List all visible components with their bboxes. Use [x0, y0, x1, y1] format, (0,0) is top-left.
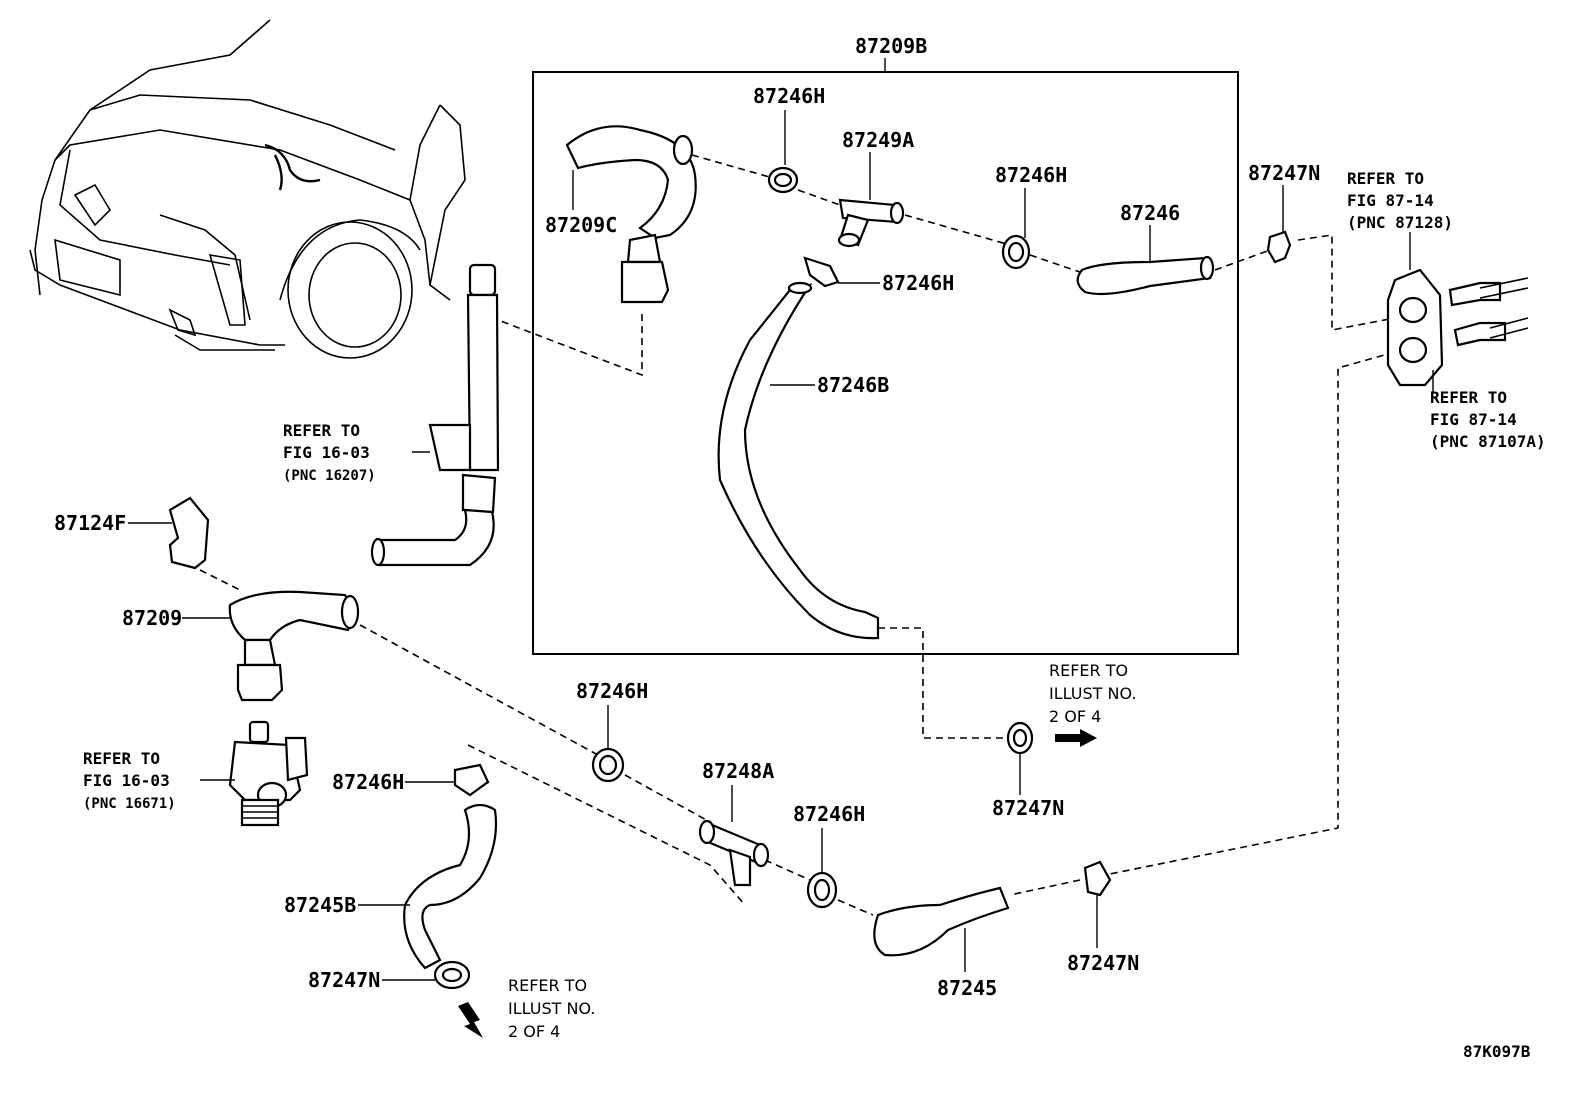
label-87209C: 87209C [545, 213, 617, 237]
arrow-to-illust-right [1055, 729, 1097, 747]
ref-illust-b: REFER TO ILLUST NO. 2 OF 4 [508, 976, 595, 1041]
label-87124F: 87124F [54, 511, 126, 535]
vehicle-front-illustration [29, 19, 466, 359]
clamp-87247N-bottom [433, 960, 471, 990]
svg-text:REFER TO: REFER TO [283, 421, 360, 440]
tee-87249A [837, 198, 905, 248]
water-pump-valve [228, 720, 309, 827]
label-87245B: 87245B [284, 893, 356, 917]
svg-text:REFER TO: REFER TO [508, 976, 587, 995]
leader-lines [128, 110, 1434, 981]
svg-text:REFER TO: REFER TO [83, 749, 160, 768]
label-87249A: 87249A [842, 128, 914, 152]
svg-text:(PNC 87128): (PNC 87128) [1347, 213, 1453, 232]
label-87246H-lowmid: 87246H [793, 802, 865, 826]
label-87247N-mid: 87247N [992, 796, 1064, 820]
tee-87248A [698, 819, 770, 887]
label-87247N-lowright: 87247N [1067, 951, 1139, 975]
svg-text:FIG 87-14: FIG 87-14 [1430, 410, 1517, 429]
svg-text:REFER TO: REFER TO [1430, 388, 1507, 407]
label-87247N-topright: 87247N [1248, 161, 1320, 185]
label-87246H-left: 87246H [332, 770, 404, 794]
clamp-87246H-lower [591, 747, 625, 783]
water-valve-assembly [370, 263, 500, 567]
label-87246H-lower: 87246H [576, 679, 648, 703]
svg-text:(PNC 16207): (PNC 16207) [283, 468, 376, 484]
svg-text:REFER TO: REFER TO [1347, 169, 1424, 188]
clip-87124F [168, 496, 210, 570]
svg-text:FIG 16-03: FIG 16-03 [283, 443, 370, 462]
svg-text:ILLUST NO.: ILLUST NO. [508, 999, 595, 1018]
clamp-87246H-mid [803, 256, 840, 288]
label-87246H-mid: 87246H [882, 271, 954, 295]
hose-87246 [1076, 255, 1215, 296]
label-87246B: 87246B [817, 373, 889, 397]
ref-fig-16-03-a: REFER TO FIG 16-03 (PNC 16207) [283, 421, 376, 484]
svg-text:(PNC 87107A): (PNC 87107A) [1430, 432, 1546, 451]
svg-text:ILLUST NO.: ILLUST NO. [1049, 684, 1136, 703]
svg-text:FIG 87-14: FIG 87-14 [1347, 191, 1434, 210]
hose-87245B [403, 803, 498, 970]
svg-text:REFER TO: REFER TO [1049, 661, 1128, 680]
connection-lines [199, 154, 1396, 916]
svg-text:FIG 16-03: FIG 16-03 [83, 771, 170, 790]
label-87209B: 87209B [855, 34, 927, 58]
arrow-to-illust-bottom [458, 1002, 483, 1038]
label-87245: 87245 [937, 976, 997, 1000]
label-87247N-bottom: 87247N [308, 968, 380, 992]
clamp-87246H-top [767, 166, 799, 194]
svg-text:(PNC 16671): (PNC 16671) [83, 796, 176, 812]
ref-fig-87-14-b: REFER TO FIG 87-14 (PNC 87107A) [1430, 388, 1546, 451]
ref-fig-87-14-a: REFER TO FIG 87-14 (PNC 87128) [1347, 169, 1453, 232]
ref-illust-a: REFER TO ILLUST NO. 2 OF 4 [1049, 661, 1136, 726]
hose-87246B [717, 281, 880, 640]
hose-87209 [228, 590, 360, 702]
label-87248A: 87248A [702, 759, 774, 783]
clamp-87246H-right [1001, 234, 1031, 270]
svg-text:2 OF 4: 2 OF 4 [508, 1022, 560, 1041]
heater-unit-connector [1386, 268, 1529, 387]
ref-fig-16-03-b: REFER TO FIG 16-03 (PNC 16671) [83, 749, 176, 812]
clamp-87247N-lowright [1083, 860, 1112, 897]
clamp-87246H-left [453, 763, 490, 797]
label-87246: 87246 [1120, 201, 1180, 225]
clamp-87247N-mid [1006, 721, 1034, 755]
diagram-id: 87K097B [1463, 1042, 1531, 1061]
clamp-87246H-lowmid [806, 871, 838, 909]
hose-87245 [873, 886, 1010, 957]
svg-text:2 OF 4: 2 OF 4 [1049, 707, 1101, 726]
label-87246H-right: 87246H [995, 163, 1067, 187]
label-87246H-top: 87246H [753, 84, 825, 108]
hose-87209C [565, 125, 697, 304]
label-87209: 87209 [122, 606, 182, 630]
clamp-87247N-topright [1266, 230, 1292, 264]
